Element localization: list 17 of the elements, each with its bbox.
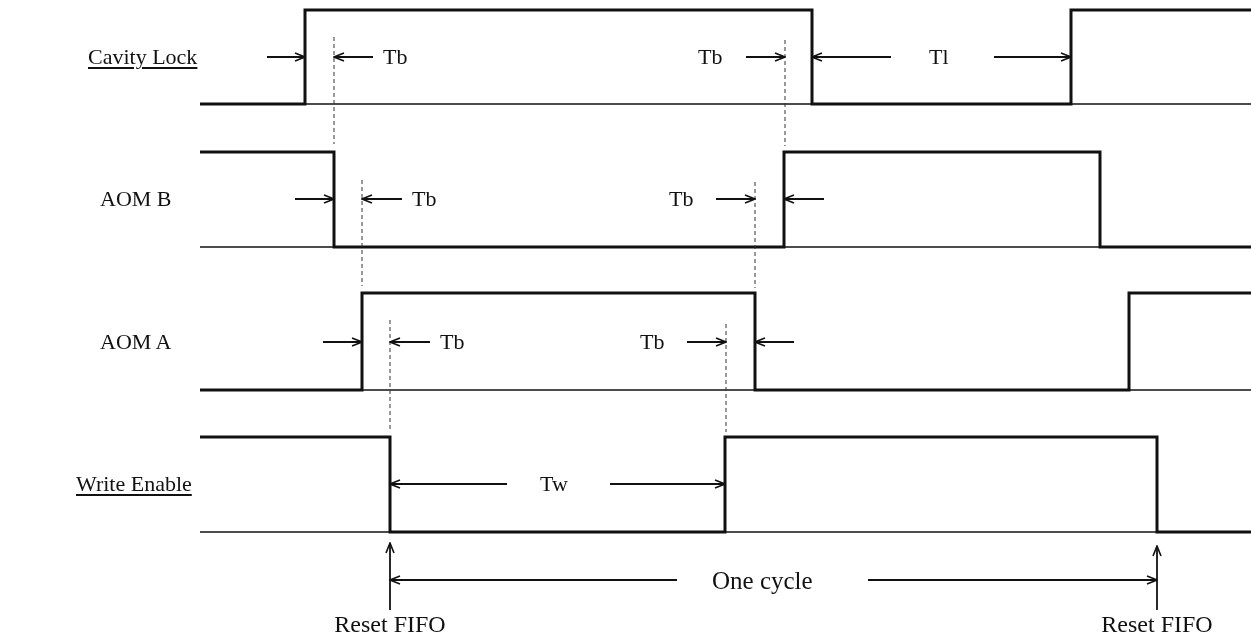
timing-label: AOM A xyxy=(100,331,172,353)
timing-label: AOM B xyxy=(100,188,172,210)
signal-label: Tl xyxy=(929,46,949,68)
signal-label: Tb xyxy=(669,188,694,210)
signal-label: One cycle xyxy=(712,567,813,593)
timing-label: Tb xyxy=(412,188,437,210)
signal-label: Tb xyxy=(640,331,665,353)
arrow xyxy=(385,542,395,611)
timing-label: Tb xyxy=(698,46,723,68)
timing-label: Tb xyxy=(440,331,465,353)
signal-label: Cavity Lock xyxy=(88,46,198,68)
arrow xyxy=(1152,545,1162,611)
signal-label: Write Enable xyxy=(76,473,192,495)
timing-label: Tb xyxy=(383,46,408,68)
event-label: Reset FIFO xyxy=(1101,612,1213,636)
event-label: Reset FIFO xyxy=(334,612,446,636)
timing-label: Tw xyxy=(540,473,568,495)
